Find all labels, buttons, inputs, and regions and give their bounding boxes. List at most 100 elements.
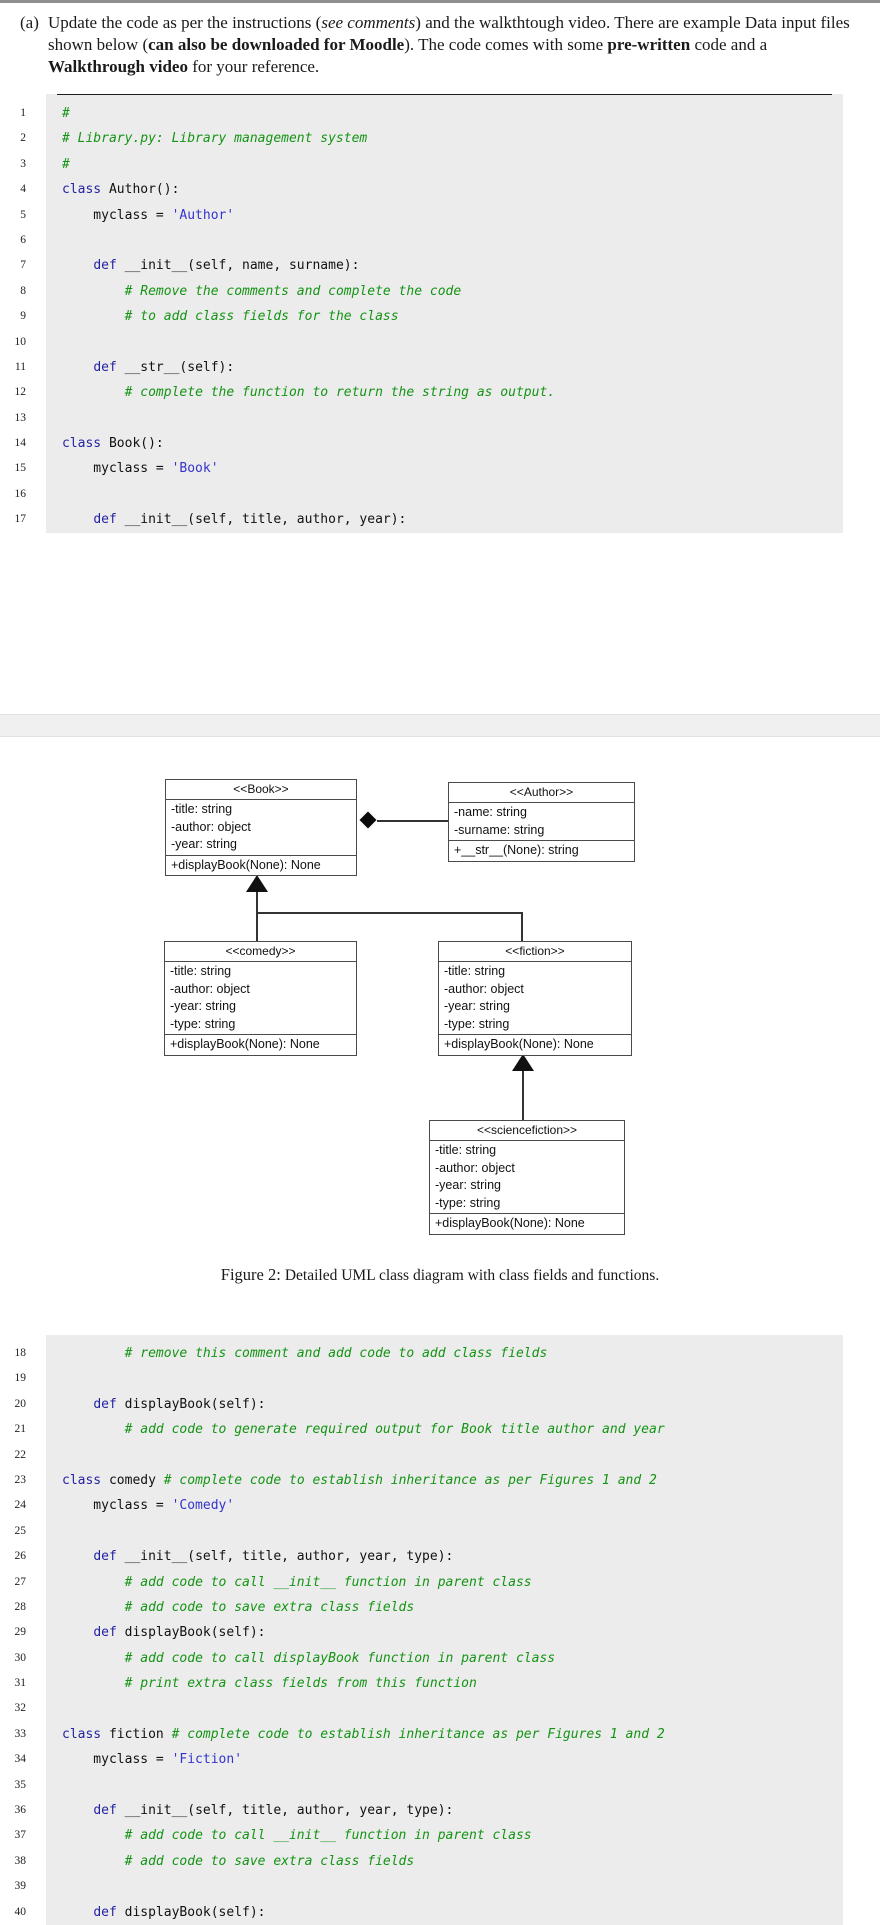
code-token: # add code to call __init__ function in … xyxy=(124,1574,532,1590)
code-text: def displayBook(self): xyxy=(62,1392,265,1417)
code-line: 37 # add code to call __init__ function … xyxy=(0,1823,880,1848)
code-token: def xyxy=(93,1803,117,1819)
line-number: 34 xyxy=(14,1753,27,1766)
code-token: myclass = xyxy=(62,461,172,477)
code-token: def xyxy=(93,1396,117,1412)
line-number: 21 xyxy=(14,1423,27,1436)
code-token: Author(): xyxy=(101,182,180,198)
code-text: class fiction # complete code to establi… xyxy=(62,1722,665,1747)
uml-class-title: <<Author>> xyxy=(449,783,634,803)
uml-method: +__str__(None): string xyxy=(454,843,579,857)
code-token: def xyxy=(93,1549,117,1565)
line-number: 8 xyxy=(20,284,26,297)
code-token xyxy=(62,1854,125,1869)
code-background xyxy=(46,1335,843,1925)
code-text: # Library.py: Library management system xyxy=(62,126,367,151)
code-token xyxy=(62,258,93,273)
code-token: __init__(self, title, author, year): xyxy=(116,512,407,528)
code-line: 17 def __init__(self, title, author, yea… xyxy=(0,507,880,532)
uml-attributes: -title: string-author: object-year: stri… xyxy=(439,962,631,1034)
uml-method: +displayBook(None): None xyxy=(435,1216,585,1230)
uml-attribute: -year: string xyxy=(170,999,236,1013)
code-token: displayBook(self): xyxy=(116,1625,266,1641)
code-token: class xyxy=(62,436,102,452)
assignment-paragraph: (a) Update the code as per the instructi… xyxy=(20,12,854,78)
code-lines: 18 # remove this comment and add code to… xyxy=(0,1335,880,1925)
uml-class-box-comedy: <<comedy>>-title: string-author: object-… xyxy=(164,941,357,1056)
line-number: 18 xyxy=(14,1347,27,1359)
code-line: 28 # add code to save extra class fields xyxy=(0,1595,880,1620)
code-text: # remove this comment and add code to ad… xyxy=(62,1341,548,1366)
code-text: myclass = 'Comedy' xyxy=(62,1493,234,1518)
uml-method: +displayBook(None): None xyxy=(171,857,321,872)
code-text: def __init__(self, title, author, year): xyxy=(62,507,406,532)
uml-class-title: <<fiction>> xyxy=(439,942,631,962)
uml-attribute: -year: string xyxy=(444,999,510,1013)
code-line: 9 # to add class fields for the class xyxy=(0,304,880,329)
uml-attribute: -type: string xyxy=(444,1016,510,1031)
uml-attribute: -title: string xyxy=(171,802,233,816)
inheritance-line xyxy=(521,912,523,941)
line-number: 2 xyxy=(20,132,26,145)
line-number: 40 xyxy=(14,1905,27,1918)
line-number: 10 xyxy=(14,335,27,348)
code-line: 38 # add code to save extra class fields xyxy=(0,1849,880,1874)
code-line: 25 xyxy=(0,1519,880,1544)
line-number: 15 xyxy=(14,462,27,475)
code-token: Book(): xyxy=(101,436,164,452)
line-number: 7 xyxy=(20,259,26,272)
code-line: 20 def displayBook(self): xyxy=(0,1392,880,1417)
line-number: 24 xyxy=(14,1499,27,1512)
code-token: comedy xyxy=(101,1472,164,1488)
code-text: myclass = 'Fiction' xyxy=(62,1747,242,1772)
code-token: class xyxy=(62,182,102,198)
code-line: 10 xyxy=(0,330,880,355)
code-text: # to add class fields for the class xyxy=(62,304,399,329)
code-token: # Remove the comments and complete the c… xyxy=(124,283,462,299)
line-number: 27 xyxy=(14,1575,27,1588)
code-line: 5 myclass = 'Author' xyxy=(0,203,880,228)
page-separator xyxy=(0,714,880,737)
uml-attributes: -name: string-surname: string xyxy=(449,803,634,840)
inheritance-line xyxy=(522,1071,524,1120)
inheritance-arrow-icon xyxy=(512,1054,534,1071)
code-line: 2 # Library.py: Library management system xyxy=(0,126,880,151)
paragraph-segment: pre-written xyxy=(607,35,691,54)
uml-methods: +__str__(None): string xyxy=(449,840,634,861)
code-token: # xyxy=(62,106,70,121)
code-lines: 1#2# Library.py: Library management syst… xyxy=(0,94,880,533)
code-line: 35 xyxy=(0,1773,880,1798)
uml-class-box-sciencefiction: <<sciencefiction>>-title: string-author:… xyxy=(429,1120,625,1235)
code-text: # xyxy=(62,152,70,177)
item-label: (a) xyxy=(20,13,39,32)
paragraph-segment: code and a xyxy=(690,35,768,54)
code-listing-2: 18 # remove this comment and add code to… xyxy=(0,1335,880,1925)
uml-method: +displayBook(None): None xyxy=(170,1037,320,1051)
line-number: 5 xyxy=(20,208,26,221)
paragraph-segment: ) and the walkthtough video. There are e… xyxy=(48,13,850,54)
code-token xyxy=(62,1422,125,1437)
line-number: 38 xyxy=(14,1854,27,1867)
code-text: # print extra class fields from this fun… xyxy=(62,1671,477,1696)
uml-attributes: -title: string-author: object-year: stri… xyxy=(165,962,356,1034)
paragraph-segment: ). The code comes with some xyxy=(404,35,608,54)
code-token: # add code to generate required output f… xyxy=(124,1422,665,1438)
line-number: 35 xyxy=(14,1778,27,1791)
line-number: 20 xyxy=(14,1397,27,1410)
code-background xyxy=(46,94,843,533)
code-line: 3# xyxy=(0,152,880,177)
code-token xyxy=(62,1346,125,1361)
uml-attribute: -title: string xyxy=(170,964,232,978)
code-token: __init__(self, title, author, year, type… xyxy=(116,1803,454,1819)
line-number: 22 xyxy=(14,1448,27,1461)
code-token: displayBook(self): xyxy=(116,1904,266,1920)
line-number: 19 xyxy=(14,1372,27,1385)
composition-diamond-icon xyxy=(359,811,377,829)
uml-attribute: -type: string xyxy=(170,1016,236,1031)
code-line: 27 # add code to call __init__ function … xyxy=(0,1570,880,1595)
uml-attributes: -title: string-author: object-year: stri… xyxy=(166,800,356,855)
code-line: 19 xyxy=(0,1366,880,1391)
code-token: def xyxy=(93,359,117,375)
